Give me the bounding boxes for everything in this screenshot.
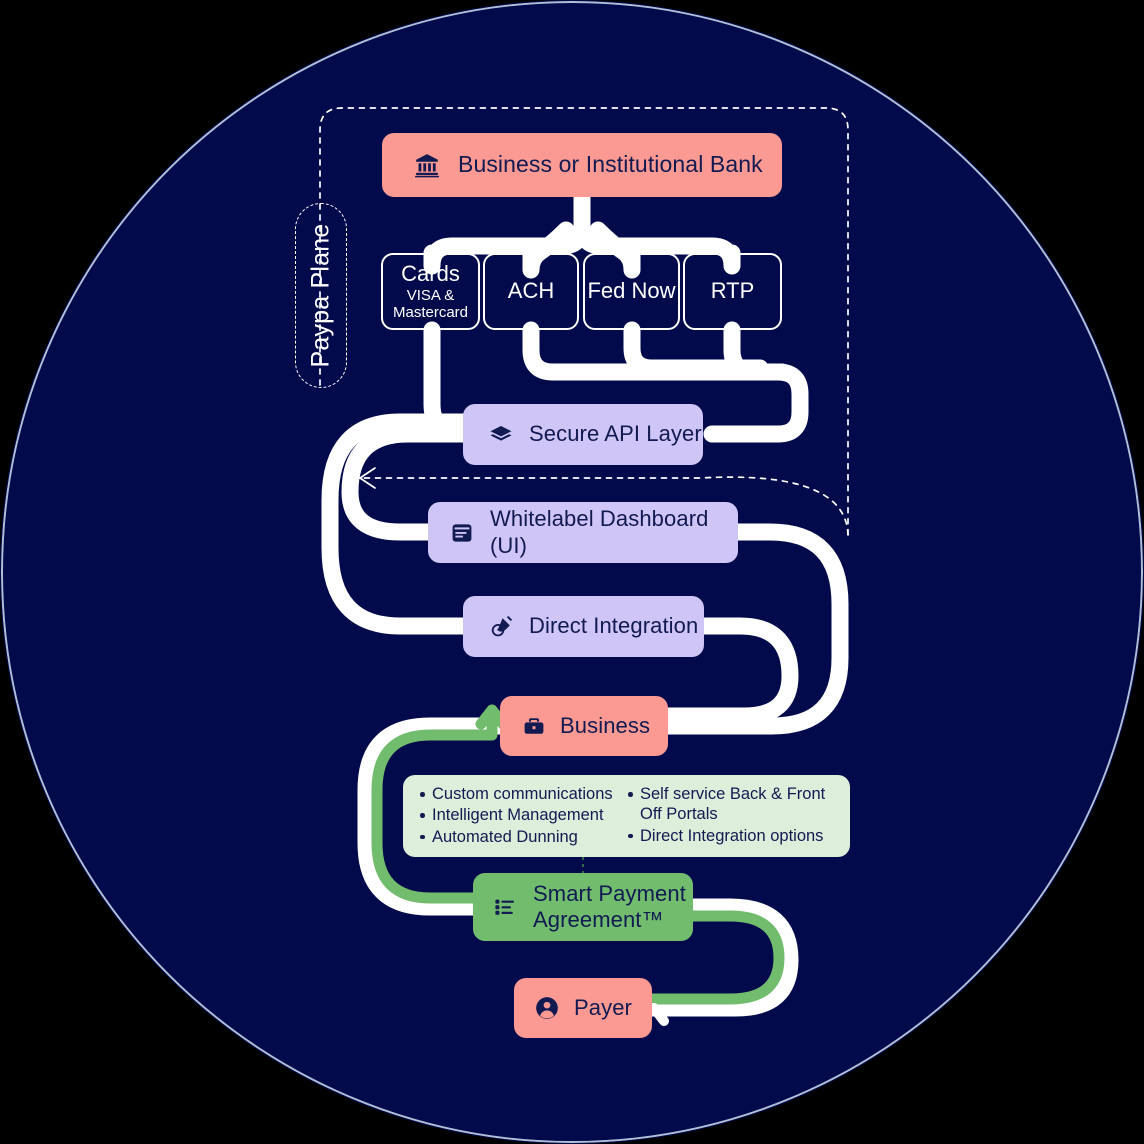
paypa-plane-zone-badge: Paypa Plane [295,203,347,388]
node-payer[interactable]: Payer [514,978,652,1038]
node-business-or-institutional-bank[interactable]: Business or Institutional Bank [382,133,782,197]
features-panel: Custom communications Intelligent Manage… [403,775,850,857]
list-item: Automated Dunning [419,827,621,847]
features-right-column: Self service Back & Front Off Portals Di… [627,784,842,848]
list-item: Self service Back & Front Off Portals [627,784,842,825]
green-flow-wires [371,706,785,1005]
bank-to-rails-wires [423,188,741,279]
plug-icon [489,615,513,639]
node-smart-payment-agreement[interactable]: Smart Payment Agreement™ [473,873,693,941]
node-label-api: Secure API Layer [529,421,702,447]
zone-boundary-dashed [319,107,849,536]
direct-to-business-wire [659,617,799,725]
rail-sublabel-cards-line2: Mastercard [392,303,469,321]
rail-label-rtp: RTP [710,278,755,304]
list-icon [493,895,517,919]
rail-sublabel-cards-line1: VISA & [406,286,455,304]
node-label-spa: Smart Payment Agreement™ [533,881,686,932]
list-item: Custom communications [419,784,621,804]
spa-to-payer-wire [643,898,799,1017]
features-left-column: Custom communications Intelligent Manage… [419,784,621,848]
rail-cards[interactable]: Cards VISA & Mastercard [381,253,480,330]
zone-boundary-arrowhead [359,467,376,489]
rail-rtp[interactable]: RTP [683,253,782,330]
rail-label-cards: Cards [401,260,460,286]
node-label-business: Business [560,712,651,738]
zone-boundary-arrow-line [361,476,849,536]
user-icon [534,995,560,1021]
node-label-direct: Direct Integration [529,613,699,639]
green-arrowhead-business [475,704,509,730]
layers-icon [489,423,513,447]
list-item: Direct Integration options [627,826,842,846]
api-to-dashboard-wire [341,425,479,541]
briefcase-icon [522,714,546,738]
dashboard-icon [450,521,474,545]
bank-icon [414,152,440,178]
node-whitelabel-dashboard[interactable]: Whitelabel Dashboard (UI) [428,502,738,563]
api-to-direct-wire [321,413,479,635]
rail-fed-now[interactable]: Fed Now [583,253,680,330]
rail-label-fednow: Fed Now [587,278,676,304]
node-business[interactable]: Business [500,696,668,756]
list-item: Intelligent Management [419,805,621,825]
paypa-plane-label: Paypa Plane [306,223,335,368]
rail-ach[interactable]: ACH [483,253,579,330]
node-direct-integration[interactable]: Direct Integration [463,596,704,657]
rail-label-ach: ACH [507,278,555,304]
node-label-payer: Payer [574,994,632,1020]
payer-wire-nub [649,1003,669,1026]
node-label-bank: Business or Institutional Bank [458,151,763,178]
dashboard-to-business-wire [659,523,849,735]
node-label-dashboard: Whitelabel Dashboard (UI) [490,506,709,558]
business-to-spa-wire [357,717,509,916]
node-secure-api-layer[interactable]: Secure API Layer [463,404,703,465]
